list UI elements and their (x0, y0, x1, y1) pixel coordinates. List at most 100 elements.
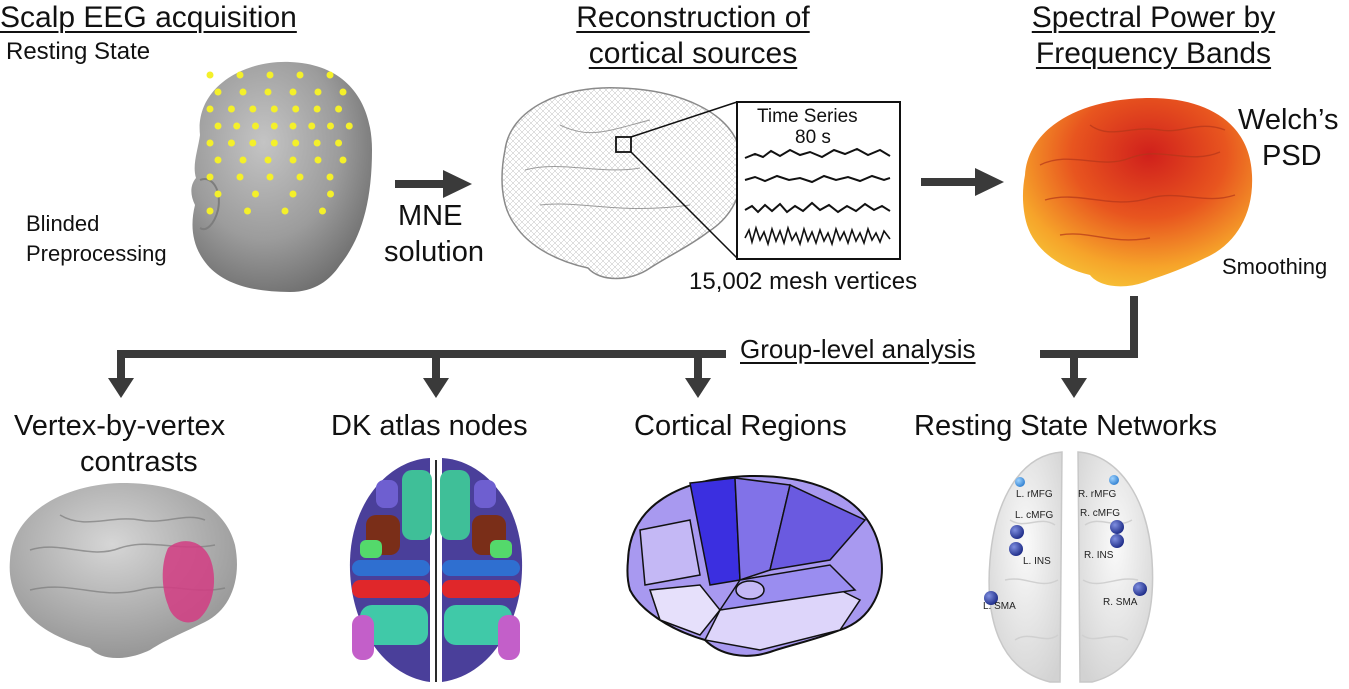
mne-label-line2: solution (384, 236, 484, 268)
electrode-dot (313, 139, 321, 147)
spectral-title-line2: Frequency Bands (1035, 37, 1272, 70)
electrode-dot (214, 190, 222, 198)
spectral-title: Spectral Power by Frequency Bands (1001, 0, 1306, 72)
electrode-dot (327, 190, 334, 198)
welch-label-line1: Welch’s (1238, 104, 1339, 136)
acquisition-note-line2: Preprocessing (26, 241, 167, 266)
trace-1 (744, 147, 891, 159)
electrode-dot (289, 88, 297, 96)
smoothing-label: Smoothing (1222, 254, 1328, 279)
electrode-dot (326, 71, 334, 79)
electrode-dot (270, 122, 278, 130)
reconstruction-title: Reconstruction of cortical sources (548, 0, 838, 72)
group-connector (108, 296, 1138, 398)
rsn-label-l-rmfg: L. rMFG (1016, 489, 1053, 500)
electrode-dot (289, 156, 297, 164)
electrode-dot (296, 173, 304, 181)
electrode-dot (345, 122, 353, 130)
vertex-contrast-brain (9, 482, 237, 659)
trace-3 (744, 201, 891, 214)
rsn-node-r-rmfg (1109, 475, 1119, 485)
electrode-dot (292, 105, 300, 113)
electrode-dot (206, 139, 214, 147)
electrode-dot (214, 88, 222, 96)
head-model (191, 61, 372, 292)
electrode-dot (227, 105, 235, 113)
electrode-dot (206, 207, 214, 215)
electrode-dot (214, 122, 222, 130)
electrode-dot (313, 105, 321, 113)
electrode-dot (314, 88, 322, 96)
electrode-dot (236, 71, 244, 79)
electrode-dot (206, 173, 214, 181)
cortical-regions-brain (626, 474, 883, 657)
time-series-inset (736, 101, 901, 260)
dk-atlas-brain (349, 458, 523, 682)
electrode-dot (264, 156, 272, 164)
rsn-label: Resting State Networks (914, 410, 1218, 442)
vertex-label-line2: contrasts (80, 446, 198, 478)
electrode-dot (326, 173, 334, 181)
electrode-dot (214, 156, 222, 164)
group-analysis-label: Group-level analysis (740, 334, 976, 364)
electrode-dot (296, 71, 304, 79)
electrode-dot (308, 122, 316, 130)
psd-brain (1022, 98, 1253, 287)
trace-2 (744, 174, 891, 184)
electrode-dot (281, 207, 289, 215)
electrode-dot (335, 105, 343, 113)
electrode-dot (319, 207, 326, 215)
electrode-dot (339, 156, 347, 164)
electrode-dot (264, 88, 272, 96)
electrode-dot (244, 207, 251, 215)
electrode-dot (270, 105, 278, 113)
rsn-label-l-sma: L. SMA (983, 601, 1016, 612)
rsn-label-r-cmfg: R. cMFG (1080, 508, 1120, 519)
dk-label: DK atlas nodes (331, 410, 528, 442)
electrode-dot (233, 122, 241, 130)
vertex-label-line1: Vertex-by-vertex (14, 410, 226, 442)
inset-title: Time Series (757, 106, 858, 127)
trace-4 (744, 225, 891, 247)
rsn-label-l-cmfg: L. cMFG (1015, 510, 1054, 521)
inset-duration: 80 s (795, 127, 831, 148)
rsn-node-r-sma (1133, 582, 1147, 596)
electrode-dot (266, 71, 274, 79)
electrode-dot (339, 88, 347, 96)
electrode-dot (327, 122, 334, 130)
rsn-node-l-sma (984, 591, 998, 605)
rsn-node-l-ins (1009, 542, 1023, 556)
electrode-dot (227, 139, 235, 147)
electrode-dot (239, 88, 247, 96)
electrode-dot (292, 139, 300, 147)
acquisition-note-line1: Blinded (26, 211, 100, 236)
rsn-label-r-ins: R. INS (1084, 550, 1114, 561)
electrode-dot (252, 122, 259, 130)
mesh-brain (501, 87, 744, 280)
reconstruction-title-line2: cortical sources (588, 37, 798, 70)
rsn-label-l-ins: L. INS (1023, 556, 1051, 567)
electrode-dot (252, 190, 259, 198)
electrode-dot (314, 156, 322, 164)
electrode-dot (289, 190, 297, 198)
welch-label-line2: PSD (1262, 140, 1322, 172)
electrode-dot (289, 122, 297, 130)
rsn-glass-brain: L. rMFG R. rMFG L. cMFG R. cMFG L. INS R… (983, 451, 1154, 683)
mne-label-line1: MNE (398, 200, 463, 232)
electrode-dot (266, 173, 274, 181)
electrode-dot (249, 105, 257, 113)
spectral-title-line1: Spectral Power by (1031, 1, 1276, 34)
acquisition-subtitle: Resting State (6, 38, 151, 65)
rsn-node-r-cmfg (1110, 520, 1124, 534)
rsn-label-r-rmfg: R. rMFG (1078, 489, 1117, 500)
reconstruction-title-line1: Reconstruction of (576, 1, 810, 34)
electrode-dot (239, 156, 247, 164)
mesh-caption: 15,002 mesh vertices (689, 268, 918, 295)
rsn-node-l-cmfg (1010, 525, 1024, 539)
acquisition-title: Scalp EEG acquisition (0, 1, 297, 34)
rsn-node-r-ins (1110, 534, 1124, 548)
electrode-dot (249, 139, 257, 147)
arrow-to-psd (921, 168, 1004, 196)
electrode-dot (236, 173, 244, 181)
